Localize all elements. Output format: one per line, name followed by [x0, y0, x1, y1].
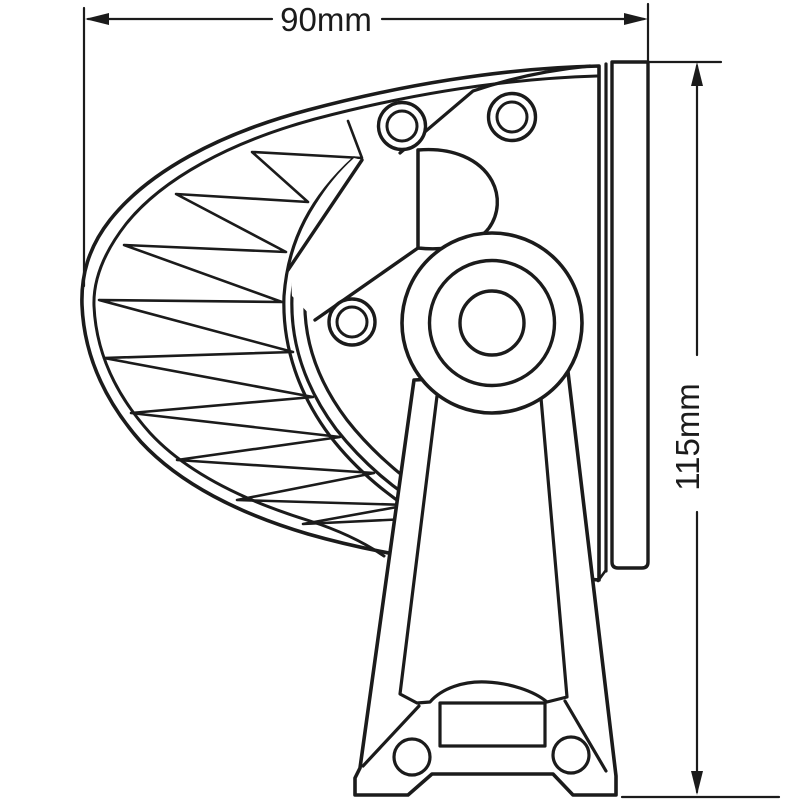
screw-top-right [486, 91, 538, 143]
dimension-width: 90mm [82, 1, 650, 288]
fin-bowl-rim-outer [282, 156, 432, 523]
lens-block [610, 60, 650, 570]
knuckle-upper-edge [286, 158, 364, 272]
screw-mid [327, 297, 377, 347]
mounting-hole-right [551, 735, 591, 775]
bracket-gusset-right [563, 699, 608, 773]
height-dimension-label: 115mm [669, 383, 706, 491]
dimension-height: 115mm [610, 60, 781, 799]
mounting-hole-left [392, 737, 432, 777]
pivot-inner-circle [458, 289, 526, 357]
screw-top-left [376, 100, 428, 152]
knuckle-web-fill [291, 150, 418, 320]
arrow-up-icon [691, 62, 703, 86]
body-lens-junction [596, 568, 608, 583]
width-dimension-label: 90mm [280, 1, 372, 38]
lens-assembly [596, 60, 650, 583]
bracket-gusset-left [361, 704, 421, 768]
arrow-right-icon [624, 13, 648, 25]
cable-box [438, 701, 547, 748]
housing-ridge-line [398, 64, 592, 155]
arrow-left-icon [85, 13, 109, 25]
screw-mid-inner [335, 305, 369, 339]
bracket-inner-panel [398, 394, 569, 705]
body-inner-rim [92, 74, 599, 558]
screw-top-right-inner [495, 100, 529, 134]
arrow-down-icon [691, 771, 703, 795]
bracket-outline [353, 370, 618, 797]
hinge-knuckle [286, 64, 592, 322]
fin-truss-lines [97, 119, 430, 526]
screw-top-left-inner [385, 109, 419, 143]
pivot-knob [400, 231, 584, 415]
mounting-bracket [353, 370, 618, 797]
